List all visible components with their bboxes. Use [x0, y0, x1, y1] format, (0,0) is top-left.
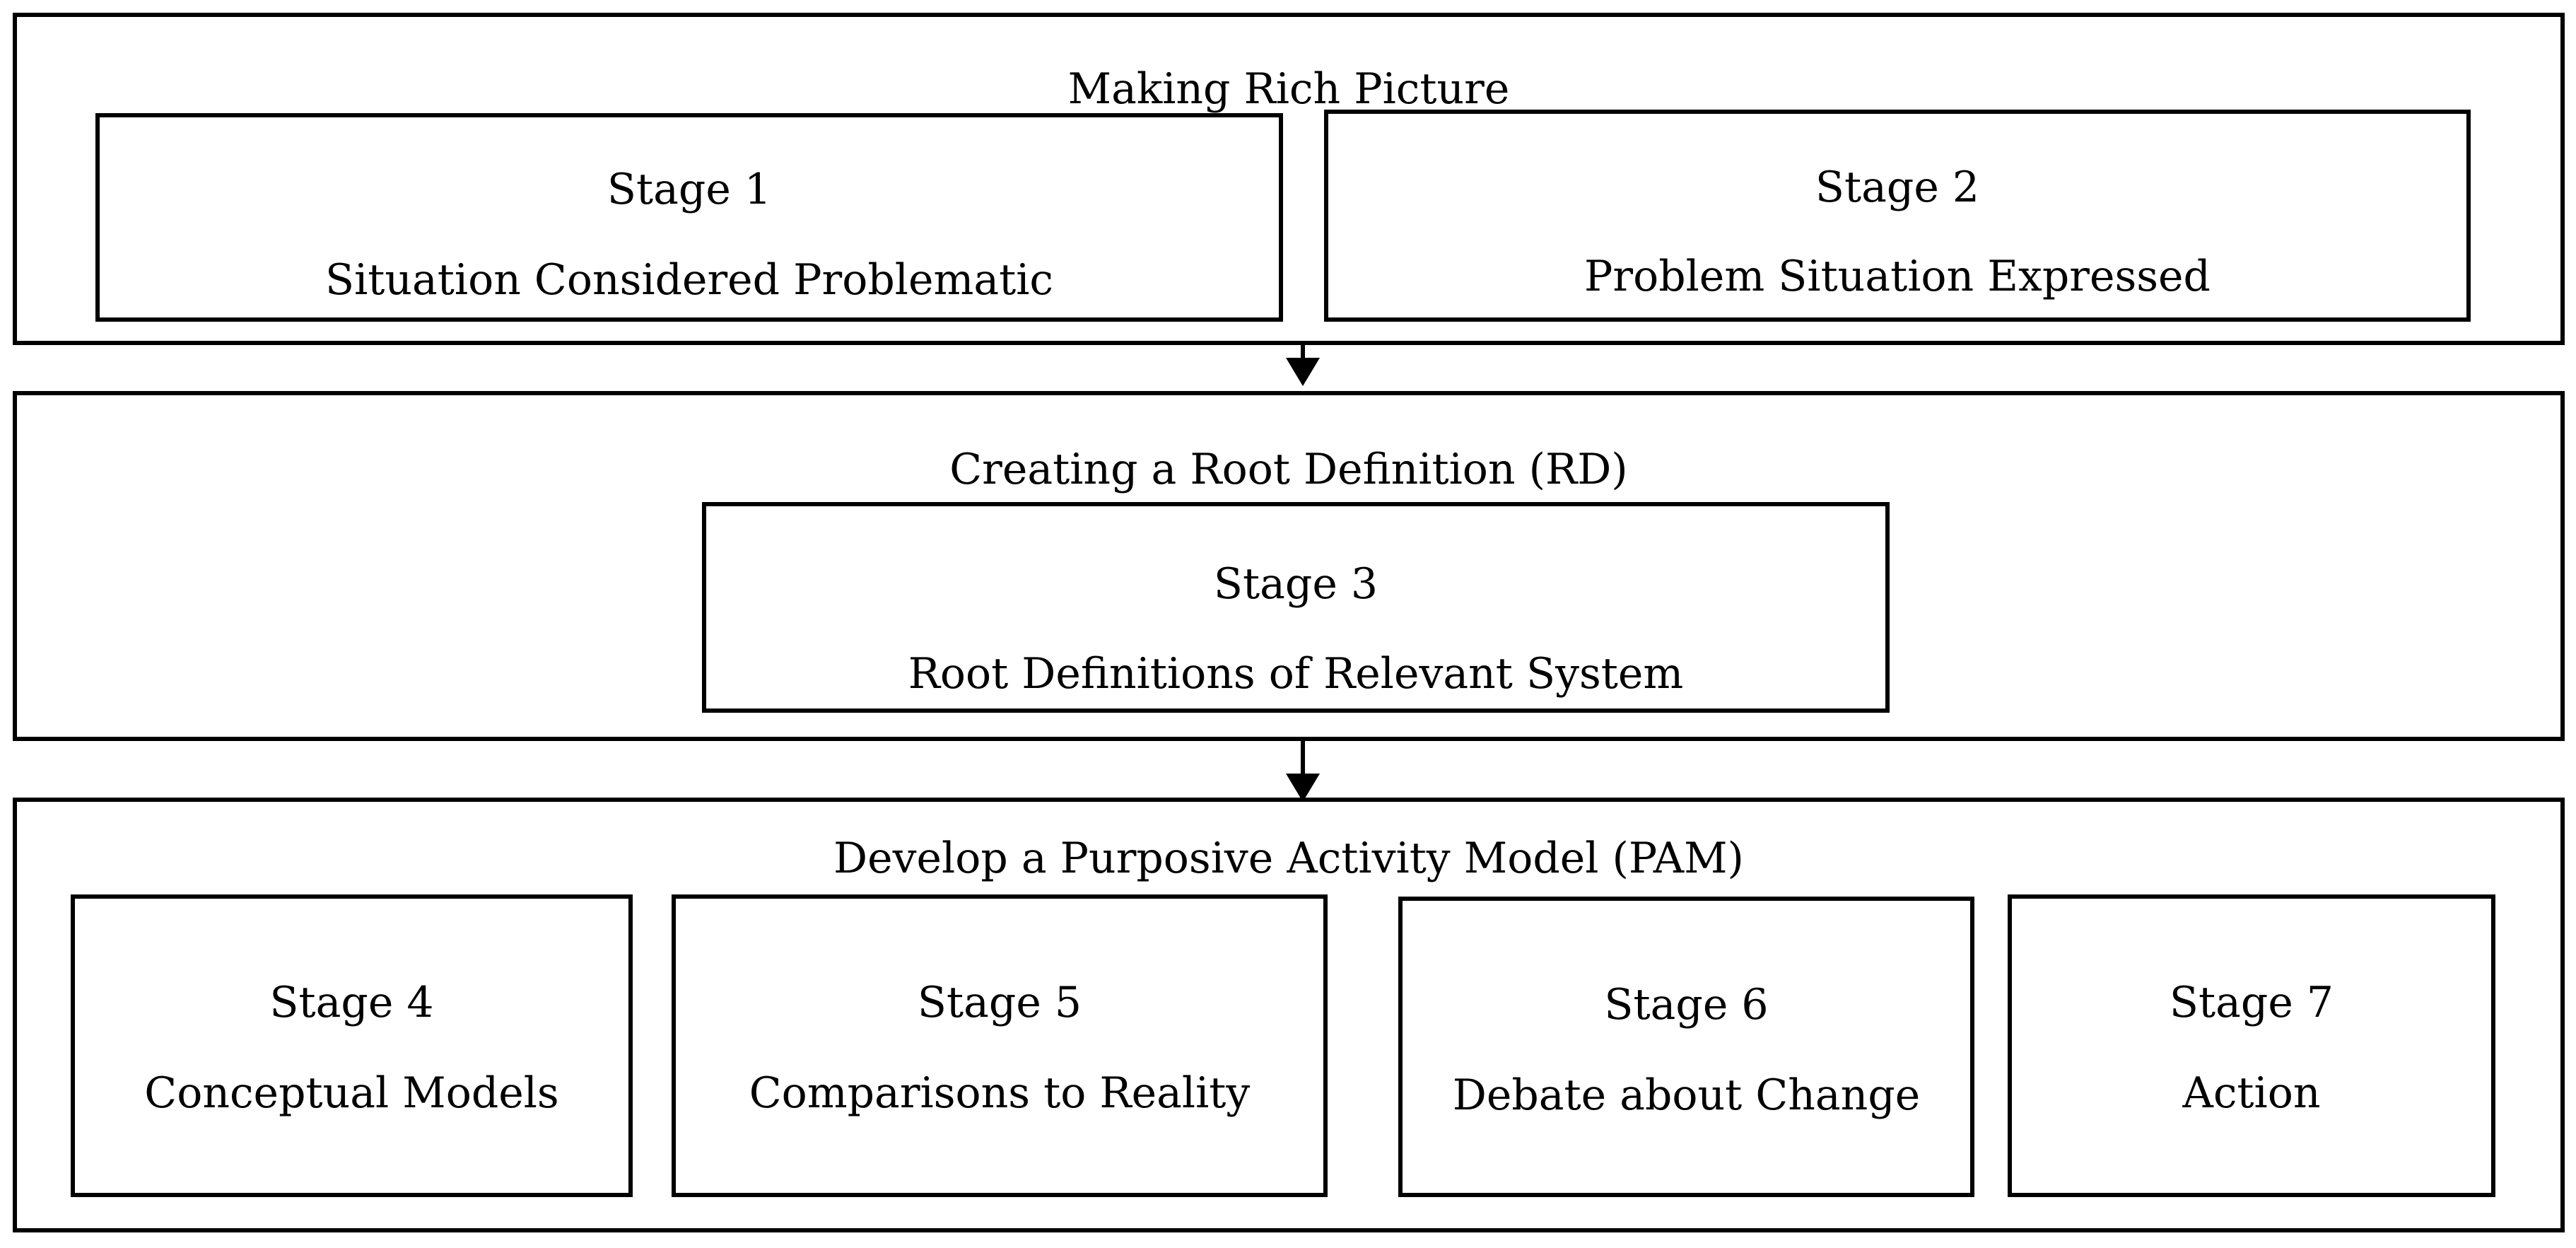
stage-1-description: Situation Considered Problematic: [324, 255, 1054, 305]
stage-3-box: Stage 3 Root Definitions of Relevant Sys…: [702, 502, 1890, 713]
stage-3-description: Root Definitions of Relevant System: [908, 649, 1684, 699]
stage-5-number: Stage 5: [917, 978, 1082, 1027]
stage-6-box: Stage 6 Debate about Change: [1398, 897, 1974, 1197]
stage-7-number: Stage 7: [2169, 978, 2334, 1027]
stage-7-description: Action: [2182, 1068, 2321, 1118]
stage-4-box: Stage 4 Conceptual Models: [71, 894, 633, 1197]
stage-5-box: Stage 5 Comparisons to Reality: [672, 894, 1328, 1197]
stage-1-box: Stage 1 Situation Considered Problematic: [95, 113, 1283, 322]
stage-4-number: Stage 4: [269, 978, 434, 1027]
stage-2-number: Stage 2: [1815, 163, 1980, 212]
stage-6-number: Stage 6: [1604, 980, 1769, 1030]
stage-4-description: Conceptual Models: [144, 1068, 559, 1118]
section-title-root-definition: Creating a Root Definition (RD): [949, 445, 1628, 494]
section-title-rich-picture: Making Rich Picture: [1067, 64, 1510, 114]
stage-6-description: Debate about Change: [1452, 1071, 1921, 1120]
stage-7-box: Stage 7 Action: [2008, 894, 2495, 1197]
stage-2-box: Stage 2 Problem Situation Expressed: [1324, 110, 2471, 322]
stage-1-number: Stage 1: [607, 165, 772, 214]
section-title-purposive-activity-model: Develop a Purposive Activity Model (PAM): [833, 834, 1744, 883]
stage-3-number: Stage 3: [1213, 559, 1378, 609]
stage-5-description: Comparisons to Reality: [749, 1068, 1251, 1118]
stage-2-description: Problem Situation Expressed: [1584, 252, 2211, 301]
